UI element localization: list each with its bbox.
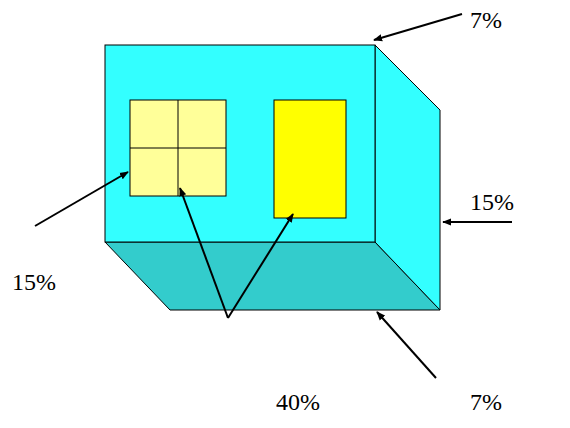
- leader-arrow: [180, 188, 228, 318]
- percentage-label: 40%: [276, 390, 320, 414]
- leader-arrow: [35, 172, 128, 226]
- side-wall: [375, 45, 440, 310]
- leader-arrow: [443, 221, 512, 223]
- window: [130, 100, 226, 196]
- door: [274, 100, 346, 218]
- window-bar: [130, 148, 226, 149]
- leader-arrow: [228, 214, 293, 318]
- percentage-label: 15%: [12, 270, 56, 294]
- percentage-label: 7%: [470, 8, 502, 32]
- front-wall: [105, 45, 375, 242]
- leader-arrow: [374, 14, 462, 40]
- percentage-label: 15%: [470, 190, 514, 214]
- percentage-label: 7%: [470, 390, 502, 414]
- leader-arrow: [377, 312, 436, 378]
